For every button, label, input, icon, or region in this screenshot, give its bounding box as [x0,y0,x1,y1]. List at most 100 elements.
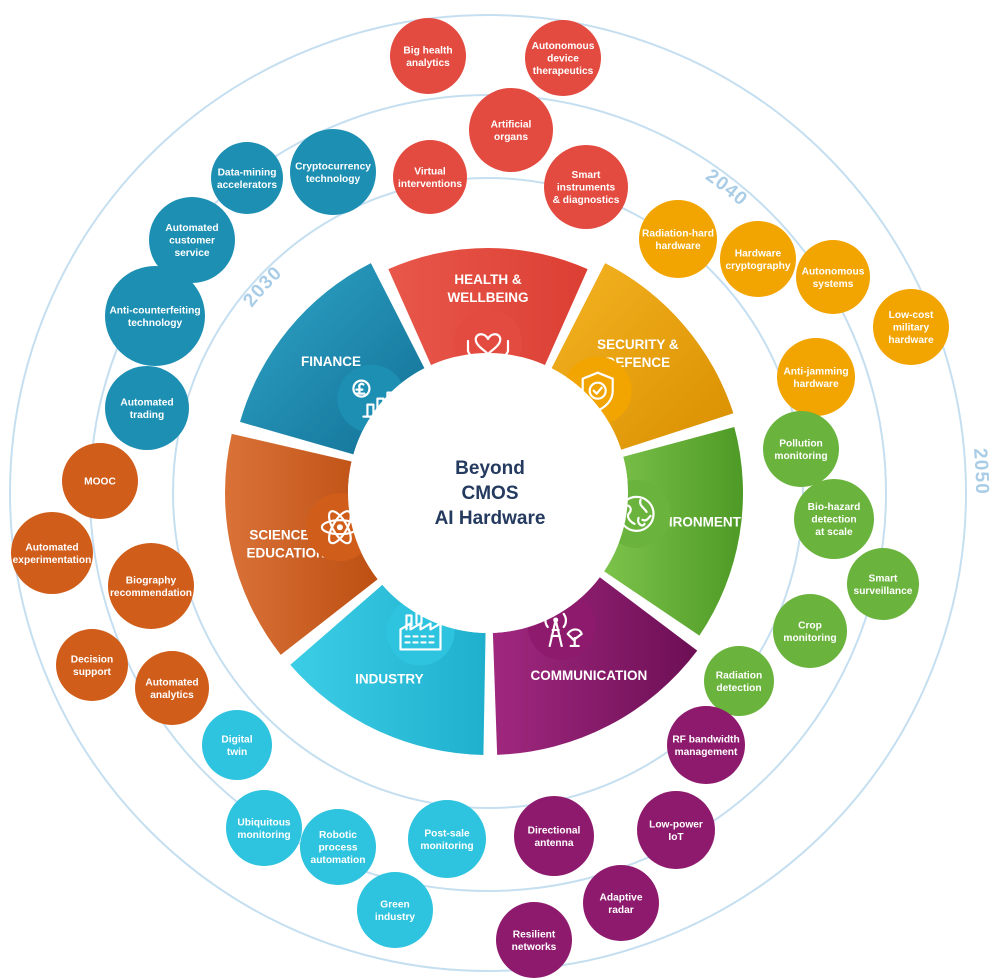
bubble-health-circle [525,20,601,96]
bubble-security-circle [639,200,717,278]
bubble-label: twin [227,747,247,758]
bubble-science-circle [135,651,209,725]
bubble-health-circle [390,18,466,94]
bubble-label: experimentation [13,555,92,566]
bubble-label: Radiation [716,670,762,681]
bubble-science: MOOC [62,443,138,519]
sector-security-label: SECURITY & [597,337,679,352]
timeline-ring-1 [172,177,804,809]
bubble-environment-circle [847,548,919,620]
bubble-science-circle [62,443,138,519]
bubble-label: Ubiquitous [237,817,291,828]
bubble-label: Green [380,899,409,910]
bubble-science-circle [56,629,128,701]
bubble-label: analytics [150,690,194,701]
bubble-communication-circle [514,796,594,876]
bubble-label: Big health [403,45,452,56]
bubble-label: hardware [793,379,839,390]
bubble-label: instruments [557,183,616,194]
bubble-label: detection [716,683,761,694]
bubble-label: Low-power [649,819,703,830]
factory-icon [399,612,442,651]
bubble-label: Automated [165,223,218,234]
bubble-science-circle [108,543,194,629]
bubble-label: Smart [869,573,898,584]
bubble-security-circle [777,338,855,416]
bubble-health-circle [393,140,467,214]
bubble-label: Pollution [779,438,823,449]
bubble-environment-circle [794,479,874,559]
bubble-label: Virtual [414,166,446,177]
bubble-label: detection [811,515,856,526]
bubble-label: Hardware [735,248,782,259]
bubble-label: device [547,54,579,65]
bubble-label: management [675,747,738,758]
sector-science-label: EDUCATION [247,545,326,560]
bubble-label: cryptography [725,261,790,272]
bubble-label: radar [608,905,634,916]
bubble-finance-circle [149,197,235,283]
bubble-label: organs [494,132,528,143]
bubble-finance-circle [105,266,205,366]
sector-science[interactable] [224,433,378,655]
bubble-finance-circle [105,366,189,450]
bubble-label: Automated [145,677,198,688]
bubble-communication-circle [496,902,572,978]
bubble-environment: Radiation detection [704,646,774,716]
bubble-label: trading [130,410,165,421]
bubble-label: technology [128,318,183,329]
bubble-label: interventions [398,179,462,190]
bubble-communication-circle [583,865,659,941]
bubble-label: Smart [572,170,601,181]
bubble-label: networks [512,942,557,953]
sector-health[interactable] [388,248,588,366]
bubble-label: military [893,323,930,334]
sector-finance[interactable] [239,263,425,455]
bubble-label: Anti-counterfeiting [109,305,200,316]
bubble-label: Directional [528,825,581,836]
bubble-finance: Anti-counterfeiting technology [105,266,205,366]
sector-finance-label: FINANCE [301,354,361,369]
bubble-environment-circle [773,594,847,668]
sector-environment[interactable] [604,427,743,636]
bubble-label: IoT [668,832,684,843]
bubble-label: Autonomous [532,41,595,52]
bubble-label: Resilient [513,929,556,940]
bubble-label: monitoring [420,841,473,852]
bubble-environment-circle [704,646,774,716]
center-title-line-2: CMOS [462,483,519,504]
bubble-label: Radiation-hard [642,228,714,239]
bubble-health: Virtual interventions [393,140,467,214]
bubble-industry-circle [408,800,486,878]
wheel-center: Beyond CMOS AI Hardware [348,353,628,633]
bubble-industry-circle [202,710,272,780]
year-label-2030: 2030 [239,262,286,311]
center-title-line-1: Beyond [455,458,525,479]
sector-science-label: SCIENCE & [249,527,323,542]
sector-health-label: HEALTH & [454,272,521,287]
pound-chart-icon [352,379,397,418]
bubble-label: Low-cost [889,310,934,321]
bubble-science-circle [11,512,93,594]
year-label-2050: 2050 [969,447,992,495]
bubble-finance-circle [290,129,376,215]
bubble-industry-circle [226,790,302,866]
